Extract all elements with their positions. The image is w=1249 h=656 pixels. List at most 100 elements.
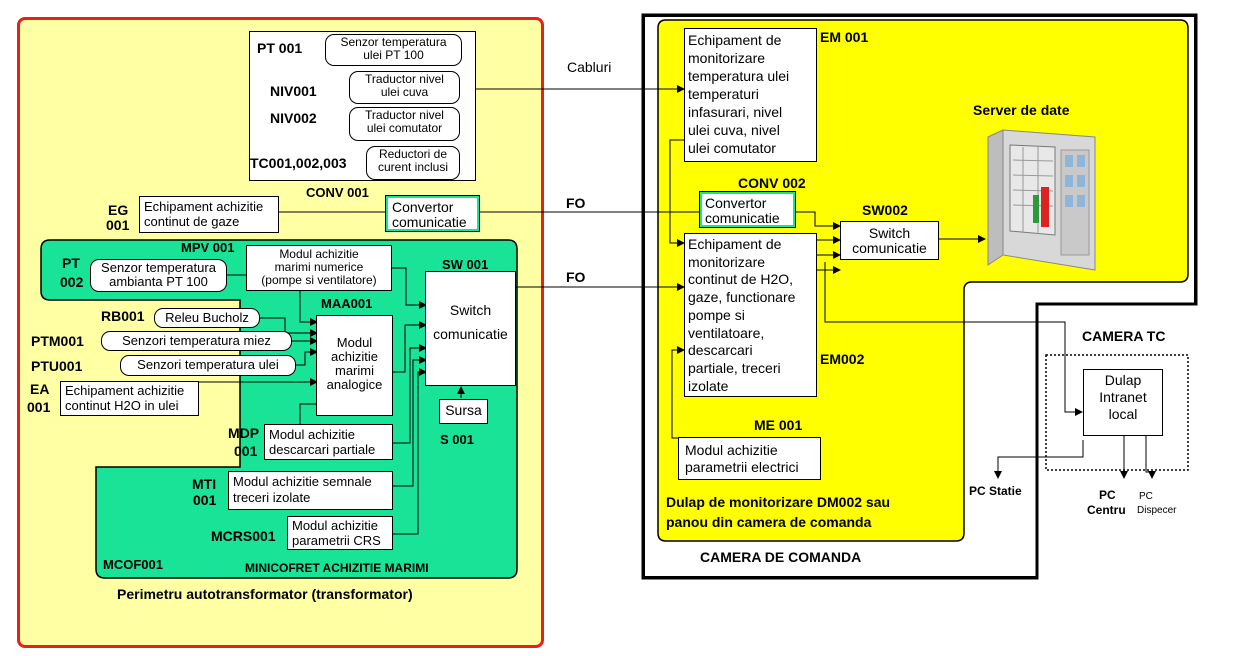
mpv001-box: Modul achizitie marimi numerice (pompe s…	[246, 245, 392, 291]
sw002-line1: Switch	[868, 225, 911, 241]
conv002-code: CONV 002	[738, 175, 806, 191]
rb001-label: Releu Bucholz	[165, 310, 249, 325]
pt001-line2: ulei PT 100	[363, 48, 424, 62]
server-icon	[987, 129, 1096, 271]
eg001-code-2: 001	[106, 217, 130, 233]
sw001-line1: Switch	[449, 302, 492, 318]
pt002-line2: ambianta PT 100	[109, 274, 208, 289]
eg001-line2: continut de gaze	[144, 214, 240, 229]
sw002-box: Switch comunicatie	[840, 221, 939, 260]
em001-line7: ulei comutator	[688, 140, 776, 156]
sw002-line2: comunicatie	[852, 240, 927, 256]
ptu001-label: Senzori temperatura ulei	[137, 357, 279, 372]
niv001-line1: Traductor nivel	[365, 72, 444, 86]
rb001-sensor: Releu Bucholz	[154, 308, 260, 328]
mdp001-box: Modul achizitie descarcari partiale	[264, 424, 393, 460]
ea001-code-1: EA	[30, 381, 50, 397]
mpv001-line1: Modul achizitie	[279, 247, 359, 261]
pc-centru-line1: PC	[1099, 488, 1116, 502]
niv002-line1: Traductor nivel	[365, 108, 444, 122]
maa001-line1: Modul	[336, 335, 373, 350]
pt002-line1: Senzor temperatura	[101, 260, 216, 275]
sursa-code: S 001	[440, 432, 474, 447]
pt002-code-2: 002	[60, 274, 84, 290]
pt002-code-1: PT	[62, 255, 80, 271]
sursa-label: Sursa	[445, 402, 482, 418]
tc-line1: Reductori de	[378, 147, 448, 161]
minicofret-label: MINICOFRET ACHIZITIE MARIMI	[245, 561, 429, 575]
mcof001-code: MCOF001	[103, 557, 163, 572]
conv001-code: CONV 001	[306, 185, 369, 200]
niv002-line2: ulei comutator	[366, 121, 443, 135]
ptu001-code: PTU001	[31, 358, 83, 374]
mpv001-line2: marimi numerice	[274, 260, 364, 274]
em001-line1: Echipament de	[688, 32, 782, 48]
niv001-code: NIV001	[270, 83, 317, 99]
tc-code: TC001,002,003	[250, 155, 347, 171]
fo-bottom-label: FO	[566, 269, 586, 285]
ptm001-sensor: Senzori temperatura miez	[101, 331, 292, 351]
em002-line8: partiale, treceri	[688, 359, 781, 376]
em002-code: EM002	[820, 351, 865, 367]
em001-line3: temperatura ulei	[688, 68, 790, 84]
conv002-line2: comunicatie	[705, 210, 780, 226]
maa001-box: Modul achizitie marimi analogice	[316, 315, 393, 416]
me001-code: ME 001	[754, 417, 803, 433]
pt002-sensor: Senzor temperatura ambianta PT 100	[90, 259, 227, 292]
maa001-line2: achizitie	[331, 349, 378, 364]
em002-line3: continut de H2O,	[688, 271, 794, 288]
tc-line2: curent inclusi	[377, 160, 449, 174]
ea001-code-2: 001	[27, 399, 51, 415]
em002-line6: ventilatoare,	[688, 324, 765, 341]
mdp001-code-1: MDP	[228, 425, 260, 441]
em001-box: Echipament de monitorizare temperatura u…	[684, 28, 817, 162]
convertor001-box: Convertor comunicatie	[385, 195, 480, 232]
pc-dispecer-line1: PC	[1139, 491, 1153, 502]
mti001-line2: treceri izolate	[233, 490, 311, 505]
mti001-code-1: MTI	[192, 476, 217, 492]
control-room-cutout	[1037, 304, 1237, 594]
eg001-line1: Echipament achizitie	[144, 199, 264, 214]
mdp001-code-2: 001	[234, 443, 258, 459]
pc-dispecer-line2: Dispecer	[1137, 505, 1177, 516]
em002-line5: pompe si	[688, 306, 745, 323]
eg001-code-1: EG	[108, 202, 129, 218]
me001-line1: Modul achizitie	[685, 442, 778, 458]
maa001-code: MAA001	[321, 296, 373, 311]
em001-line5: infasurari, nivel	[688, 104, 783, 120]
ptm001-code: PTM001	[31, 333, 84, 349]
pc-centru-line2: Centru	[1087, 503, 1126, 517]
niv001-line2: ulei cuva	[380, 85, 429, 99]
pt001-sensor: Senzor temperatura ulei PT 100	[325, 34, 462, 66]
server-label: Server de date	[973, 102, 1070, 118]
rb001-code: RB001	[101, 308, 145, 324]
maa001-line3: marimi	[335, 363, 374, 378]
maa001-line4: analogice	[326, 377, 383, 392]
dulap-line3: local	[1108, 406, 1138, 422]
pc-statie-label: PC Statie	[969, 484, 1022, 498]
ea001-box: Echipament achizitie continut H2O in ule…	[60, 381, 199, 416]
em002-line9: izolate	[688, 377, 729, 394]
tc-sensor: Reductori de curent inclusi	[366, 146, 460, 180]
em002-box: Echipament de monitorizare continut de H…	[684, 233, 817, 397]
fo-top-label: FO	[566, 195, 586, 211]
camera-tc-label: CAMERA TC	[1082, 328, 1166, 344]
perimeter-label: Perimetru autotransformator (transformat…	[117, 586, 413, 602]
sw001-line2: comunicatie	[433, 326, 508, 342]
em002-line7: descarcari	[688, 342, 753, 359]
em002-line4: gaze, functionare	[688, 289, 796, 306]
mpv001-code: MPV 001	[181, 240, 235, 255]
mdp001-line1: Modul achizitie	[269, 427, 355, 442]
mti001-code-2: 001	[193, 492, 217, 508]
mcrs001-line1: Modul achizitie	[292, 518, 378, 533]
ea001-line2: continut H2O in ulei	[65, 398, 179, 413]
dulap-line2: Intranet	[1099, 389, 1147, 405]
control-room-label: CAMERA DE COMANDA	[700, 549, 862, 565]
em001-line4: temperaturi	[688, 86, 759, 102]
niv002-sensor: Traductor nivel ulei comutator	[349, 107, 460, 141]
mcrs001-box: Modul achizitie parametrii CRS	[287, 516, 393, 550]
sw001-box: Switch comunicatie	[425, 271, 516, 386]
convertor001-line2: comunicatie	[392, 214, 467, 230]
cabluri-label: Cabluri	[567, 59, 612, 75]
